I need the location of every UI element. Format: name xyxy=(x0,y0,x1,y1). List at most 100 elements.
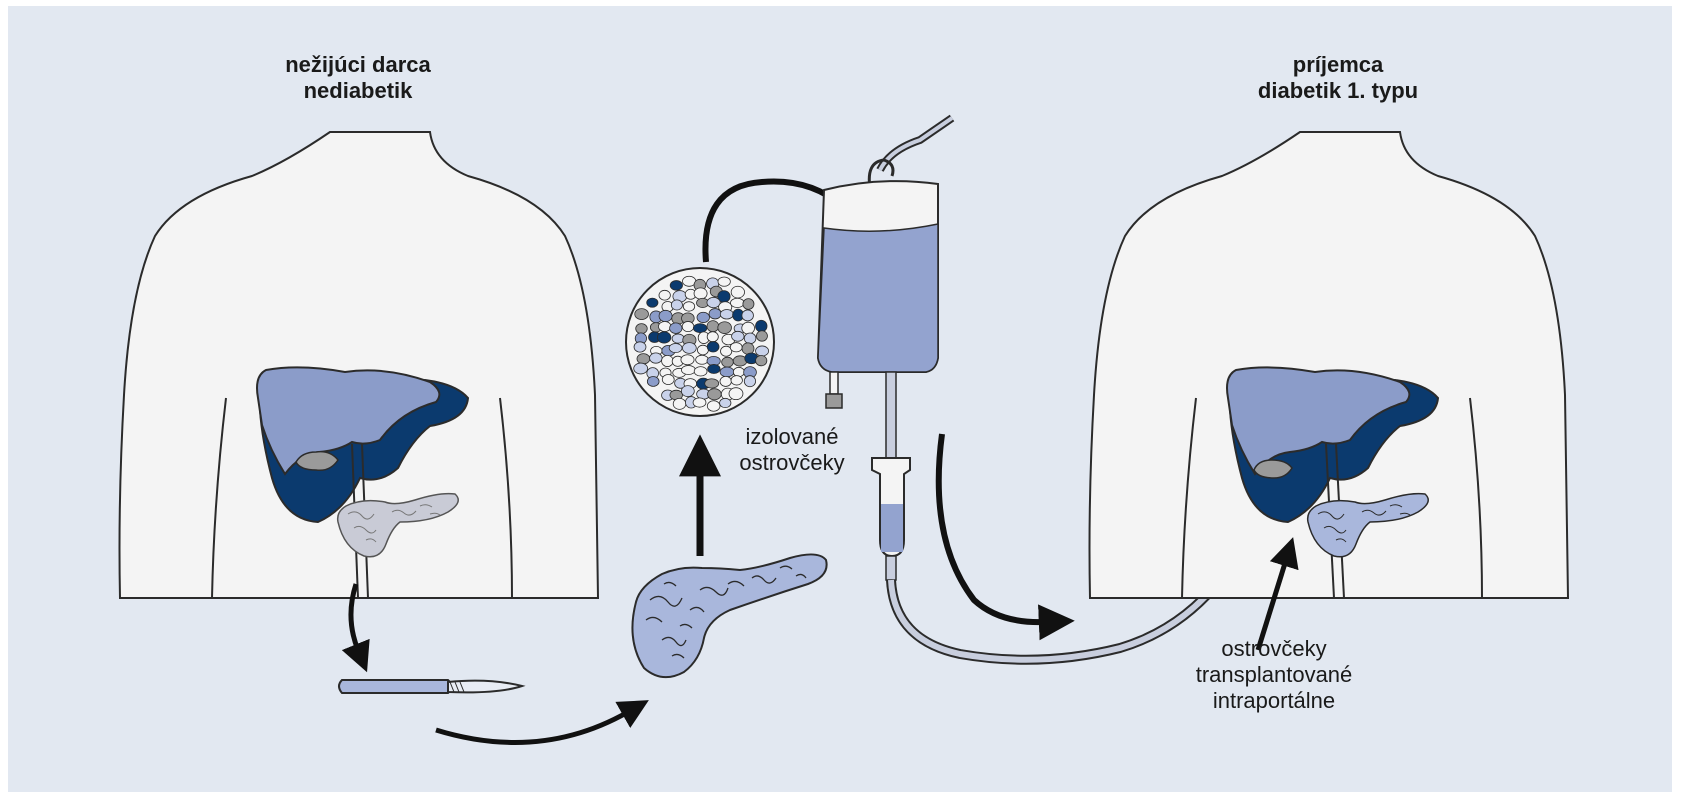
islet-cell xyxy=(682,301,696,312)
islet-cell xyxy=(682,342,697,354)
scalpel-handle xyxy=(338,679,453,694)
islet-cell xyxy=(658,321,672,332)
recipient-figure xyxy=(1088,131,1570,599)
recipient-right-arm-line xyxy=(1469,397,1483,599)
transplant-label: ostrovčeky transplantované intraportálne xyxy=(1174,636,1374,714)
islet-cell xyxy=(692,397,707,408)
islet-cell xyxy=(696,344,709,356)
donor-figure xyxy=(118,131,600,599)
recipient-liver xyxy=(1226,366,1440,599)
islet-cell xyxy=(741,342,755,355)
harvested-pancreas-texture xyxy=(645,565,807,659)
islet-cell xyxy=(755,355,768,367)
recipient-torso xyxy=(1088,131,1570,599)
islet-cell xyxy=(681,321,695,333)
islet-cell xyxy=(681,365,696,375)
islet-cell xyxy=(634,308,649,320)
islet-cell xyxy=(719,309,734,320)
islet-cell xyxy=(730,375,743,386)
islet-cell xyxy=(633,362,649,375)
islet-cell xyxy=(728,387,744,401)
islet-cell xyxy=(756,330,768,342)
islet-cell xyxy=(717,321,732,334)
donor-label: nežijúci darca nediabetik xyxy=(258,52,458,104)
recipient-liver-lobe-light xyxy=(1226,366,1411,476)
donor-label-line1: nežijúci darca xyxy=(285,52,431,77)
islet-cell xyxy=(729,342,743,353)
donor-pancreas-body xyxy=(336,492,459,558)
recipient-gallbladder xyxy=(1253,459,1293,479)
islet-cell xyxy=(732,366,745,378)
islet-cell xyxy=(692,323,708,334)
islet-cell xyxy=(730,297,745,308)
islet-cell xyxy=(635,323,648,335)
arrow-bag-to-recipient xyxy=(935,433,1075,641)
islet-cell xyxy=(649,352,663,364)
iv-infusion-bag xyxy=(816,114,1267,665)
islet-cell xyxy=(696,311,710,323)
islet-cell xyxy=(680,354,695,366)
donor-pancreas xyxy=(336,492,459,558)
islet-cell xyxy=(743,375,756,388)
islet-cell xyxy=(721,356,734,368)
islet-cell xyxy=(658,309,673,323)
donor-gallbladder xyxy=(295,450,339,472)
arrow-scalpel-to-pancreas xyxy=(435,700,649,745)
donor-pancreas-texture xyxy=(347,504,441,543)
iv-drip-fluid xyxy=(881,504,903,552)
arrow-donor-to-scalpel xyxy=(341,583,370,673)
arrow-islets-to-bag xyxy=(702,178,864,263)
iv-drip-lower xyxy=(885,555,897,581)
recipient-pancreas xyxy=(1306,492,1429,558)
islet-cell xyxy=(719,366,735,378)
islet-cell xyxy=(646,376,660,387)
transplant-label-line2: transplantované xyxy=(1195,662,1353,687)
islet-cell xyxy=(656,331,672,344)
islet-cell xyxy=(742,298,755,310)
islet-cells xyxy=(633,275,769,412)
islets-label-line2: ostrovčeky xyxy=(739,450,845,475)
islets-label: izolované ostrovčeky xyxy=(712,424,872,476)
recipient-pancreas-texture xyxy=(1317,504,1411,543)
islet-cell xyxy=(669,322,683,334)
iv-hanger-line-inner xyxy=(878,116,954,171)
iv-bag-port xyxy=(829,371,839,395)
islet-cell xyxy=(704,378,720,389)
islet-cell xyxy=(719,397,732,409)
islet-cell xyxy=(671,333,685,344)
donor-right-arm-line xyxy=(499,397,513,599)
islet-cell xyxy=(670,299,683,311)
iv-bag-port-cap xyxy=(825,393,843,409)
recipient-label: príjemca diabetik 1. typu xyxy=(1228,52,1448,104)
islet-cell xyxy=(719,375,732,387)
islet-cell xyxy=(755,319,768,333)
islet-cell xyxy=(741,309,754,322)
islet-cell xyxy=(693,366,708,377)
islet-cell xyxy=(633,341,647,353)
islet-cell xyxy=(669,280,683,291)
recipient-pancreas-body xyxy=(1306,492,1429,558)
islet-cell xyxy=(646,297,659,308)
islet-cell xyxy=(706,320,720,333)
islet-cell xyxy=(668,343,683,354)
islet-cell xyxy=(706,341,720,353)
islet-cell xyxy=(707,364,721,374)
islet-cell xyxy=(720,345,733,357)
islet-cell xyxy=(695,354,709,365)
islet-cell-cluster xyxy=(625,267,775,417)
islets-label-line1: izolované xyxy=(745,424,839,449)
scalpel-icon xyxy=(338,679,526,694)
islet-cell xyxy=(743,332,757,345)
islet-cell xyxy=(706,331,719,343)
islet-cell xyxy=(672,397,687,410)
islet-cell xyxy=(708,308,722,320)
scalpel-grip-lines xyxy=(449,681,465,693)
transplant-label-line3: intraportálne xyxy=(1212,688,1336,713)
recipient-label-line1: príjemca xyxy=(1292,52,1384,77)
islet-cell xyxy=(707,388,722,401)
iv-bag-fluid xyxy=(817,223,939,373)
islet-cell xyxy=(730,285,745,299)
harvested-pancreas-body xyxy=(631,553,828,679)
